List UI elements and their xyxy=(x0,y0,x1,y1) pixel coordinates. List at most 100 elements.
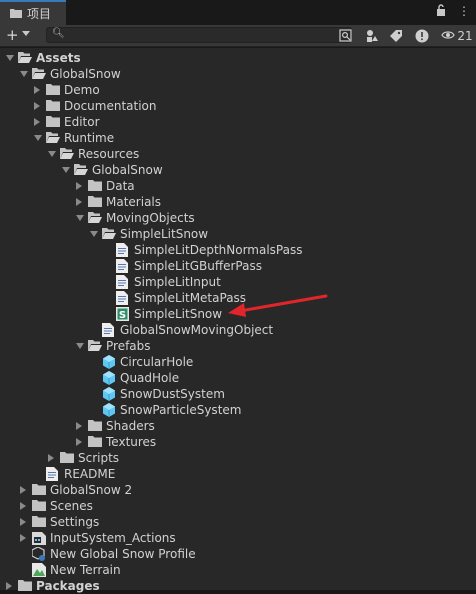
project-tab[interactable]: 项目 xyxy=(0,0,66,25)
expand-caret-down-icon[interactable] xyxy=(6,55,14,61)
tree-item-label: Textures xyxy=(106,435,157,449)
tree-item-label: GlobalSnow xyxy=(50,67,121,81)
tree-item-label: Shaders xyxy=(106,419,155,433)
tree-item-label: MovingObjects xyxy=(106,211,195,225)
kebab-menu-icon[interactable]: ⋮ xyxy=(458,4,470,18)
tree-item-label: Materials xyxy=(106,195,162,209)
expand-caret-down-icon[interactable] xyxy=(76,215,84,221)
tree-item[interactable]: New Terrain xyxy=(0,562,476,578)
tree-item[interactable]: Scenes xyxy=(0,498,476,514)
tree-item[interactable]: Data xyxy=(0,178,476,194)
tree-item-label: Prefabs xyxy=(106,339,151,353)
expand-caret-right-icon[interactable] xyxy=(34,118,40,126)
tree-item[interactable]: Documentation xyxy=(0,98,476,114)
search-by-type-icon[interactable] xyxy=(338,26,352,45)
tree-item-label: InputSystem_Actions xyxy=(50,531,176,545)
tree-item[interactable]: MovingObjects xyxy=(0,210,476,226)
tree-item[interactable]: InputSystem_Actions xyxy=(0,530,476,546)
tree-item[interactable]: Scripts xyxy=(0,450,476,466)
folder-icon xyxy=(46,99,60,111)
tree-item[interactable]: Resources xyxy=(0,146,476,162)
tree-item[interactable]: SimpleLitInput xyxy=(0,274,476,290)
search-input[interactable] xyxy=(65,28,335,42)
hidden-count: 21 xyxy=(457,28,473,43)
tree-item[interactable]: Runtime xyxy=(0,130,476,146)
hidden-packages-toggle[interactable]: 21 xyxy=(440,26,474,45)
tree-item[interactable]: Editor xyxy=(0,114,476,130)
tree-item-label: Scenes xyxy=(50,499,93,513)
folder-open-icon xyxy=(88,339,102,351)
tree-item-label: SimpleLitMetaPass xyxy=(134,291,247,305)
folder-icon xyxy=(88,179,102,191)
folder-open-icon xyxy=(46,131,60,143)
search-field[interactable]: 🔍︎ xyxy=(46,27,352,43)
tree-item-label: SimpleLitSnow xyxy=(134,307,223,321)
tree-item[interactable]: SimpleLitDepthNormalsPass xyxy=(0,242,476,258)
tree-item[interactable]: README xyxy=(0,466,476,482)
tree-item-label: Runtime xyxy=(64,131,115,145)
expand-caret-right-icon[interactable] xyxy=(20,518,26,526)
create-menu-button[interactable]: + xyxy=(6,26,19,44)
tree-item[interactable]: QuadHole xyxy=(0,370,476,386)
search-icon: 🔍︎ xyxy=(52,28,65,39)
expand-caret-down-icon[interactable] xyxy=(20,71,28,77)
tree-item[interactable]: SnowParticleSystem xyxy=(0,402,476,418)
expand-caret-right-icon[interactable] xyxy=(6,582,12,590)
terrain-icon xyxy=(32,563,46,577)
expand-caret-right-icon[interactable] xyxy=(20,534,26,542)
tree-item[interactable]: SnowDustSystem xyxy=(0,386,476,402)
expand-caret-right-icon[interactable] xyxy=(20,502,26,510)
expand-caret-right-icon[interactable] xyxy=(48,454,54,462)
expand-caret-right-icon[interactable] xyxy=(34,86,40,94)
script-file-icon xyxy=(116,259,130,273)
folder-icon xyxy=(88,419,102,431)
project-tab-label: 项目 xyxy=(27,7,52,21)
expand-caret-right-icon[interactable] xyxy=(76,422,82,430)
tree-item[interactable]: Packages xyxy=(0,578,476,594)
chevron-down-icon[interactable] xyxy=(22,31,30,36)
expand-caret-right-icon[interactable] xyxy=(34,102,40,110)
folder-open-icon xyxy=(60,147,74,159)
expand-caret-down-icon[interactable] xyxy=(62,167,70,173)
expand-caret-down-icon[interactable] xyxy=(48,151,56,157)
warning-filter-icon[interactable] xyxy=(412,26,432,45)
tree-item-label: GlobalSnow 2 xyxy=(50,483,133,497)
folder-open-icon xyxy=(18,51,32,63)
tree-item[interactable]: Demo xyxy=(0,82,476,98)
tree-item[interactable]: New Global Snow Profile xyxy=(0,546,476,562)
folder-icon xyxy=(88,195,102,207)
tree-item[interactable]: Shaders xyxy=(0,418,476,434)
tree-item[interactable]: GlobalSnow xyxy=(0,162,476,178)
tree-item[interactable]: GlobalSnowMovingObject xyxy=(0,322,476,338)
expand-caret-down-icon[interactable] xyxy=(90,231,98,237)
expand-caret-right-icon[interactable] xyxy=(76,198,82,206)
tree-item-label: GlobalSnow xyxy=(92,163,163,177)
tree-item[interactable]: Materials xyxy=(0,194,476,210)
tree-item[interactable]: Textures xyxy=(0,434,476,450)
input-actions-icon xyxy=(32,531,46,545)
filter-by-label-icon[interactable] xyxy=(386,26,406,45)
tree-item[interactable]: GlobalSnow xyxy=(0,66,476,82)
script-file-icon xyxy=(102,323,116,337)
tree-item[interactable]: Assets xyxy=(0,50,476,66)
lock-icon[interactable] xyxy=(436,4,446,19)
tree-item-label: Demo xyxy=(64,83,100,97)
tree-item[interactable]: GlobalSnow 2 xyxy=(0,482,476,498)
expand-caret-right-icon[interactable] xyxy=(76,438,82,446)
expand-caret-down-icon[interactable] xyxy=(34,135,42,141)
tree-item[interactable]: SimpleLitSnow xyxy=(0,226,476,242)
tree-item[interactable]: CircularHole xyxy=(0,354,476,370)
tree-item[interactable]: SimpleLitMetaPass xyxy=(0,290,476,306)
tree-item-label: SnowDustSystem xyxy=(120,387,225,401)
expand-caret-right-icon[interactable] xyxy=(20,486,26,494)
prefab-cube-icon xyxy=(102,371,116,385)
prefab-cube-icon xyxy=(102,387,116,401)
filter-by-type-icon[interactable] xyxy=(362,26,382,45)
tree-item[interactable]: Settings xyxy=(0,514,476,530)
expand-caret-right-icon[interactable] xyxy=(76,182,82,190)
folder-icon xyxy=(32,499,46,511)
expand-caret-down-icon[interactable] xyxy=(76,343,84,349)
tree-item[interactable]: Prefabs xyxy=(0,338,476,354)
tree-item[interactable]: SimpleLitGBufferPass xyxy=(0,258,476,274)
